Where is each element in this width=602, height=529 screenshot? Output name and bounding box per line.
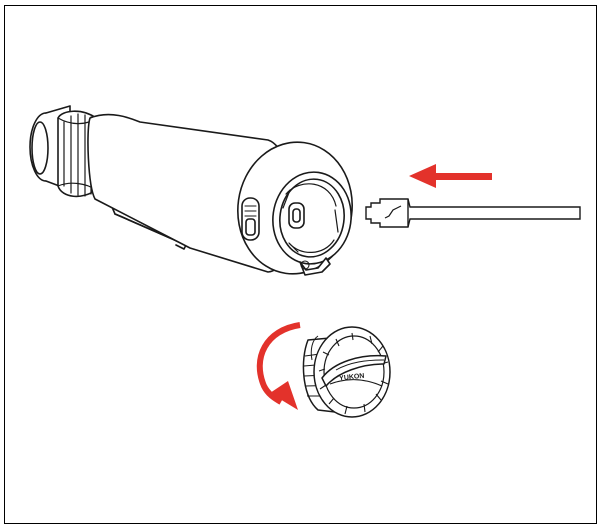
insert-arrow-icon — [409, 164, 492, 188]
usb-symbol-icon — [384, 205, 402, 219]
usb-cable — [365, 198, 581, 228]
battery-cap — [302, 326, 391, 418]
diagram-border — [4, 5, 597, 524]
usb-plug — [365, 198, 581, 228]
cap-face — [313, 326, 391, 418]
monocular-device — [29, 105, 353, 276]
rotate-arrow-icon — [256, 322, 301, 410]
bottom-lug — [299, 257, 331, 276]
cap-engraving: YUKON — [339, 373, 365, 383]
side-switch — [241, 197, 260, 241]
usb-port — [288, 202, 305, 229]
